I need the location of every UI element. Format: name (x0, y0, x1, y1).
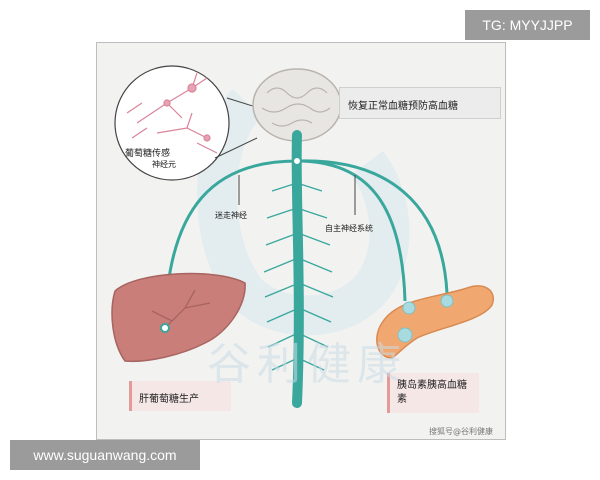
vagus-label: 迷走神经 (215, 211, 247, 220)
brain-label: 恢复正常血糖预防高血糖 (348, 101, 458, 112)
neuron-cells (126, 72, 218, 154)
diagram-svg (111, 65, 494, 408)
liver-vessels (151, 289, 211, 329)
brain-label-box: 恢复正常血糖预防高血糖 (339, 87, 501, 119)
credit-text: 搜狐号@谷利健康 (429, 427, 493, 436)
brain-folds (261, 87, 331, 127)
liver-label-box: 肝葡萄糖生产 (129, 381, 231, 411)
spinal-nerves (263, 182, 334, 371)
islet-cells (397, 294, 454, 343)
sensor-label: 葡萄糖传感 (125, 149, 171, 159)
liver-nerve-node (160, 323, 170, 333)
pancreas-label-box: 胰岛素胰高血糖素 (387, 373, 479, 413)
pancreas-label: 胰岛素胰高血糖素 (397, 380, 467, 405)
hypothalamus-node (292, 156, 302, 166)
autonomic-nerve-arc-2 (296, 159, 449, 294)
liver-label: 肝葡萄糖生产 (139, 394, 199, 405)
autonomic-nerve-arc-1 (296, 159, 407, 302)
diagram-panel: 葡萄糖传感 神经元 恢复正常血糖预防高血糖 迷走神经 自主神经系统 肝葡萄糖生产… (96, 42, 506, 440)
watermark-site: www.suguanwang.com (10, 440, 200, 470)
watermark-tag: TG: MYYJJPP (465, 10, 590, 40)
liver (111, 272, 246, 363)
background-watermark: 谷利健康 (207, 339, 407, 390)
neuron-label: 神经元 (152, 160, 176, 169)
autonomic-label: 自主神经系统 (325, 224, 373, 233)
callout-line-2 (214, 137, 258, 159)
neuron-circle (114, 65, 230, 181)
